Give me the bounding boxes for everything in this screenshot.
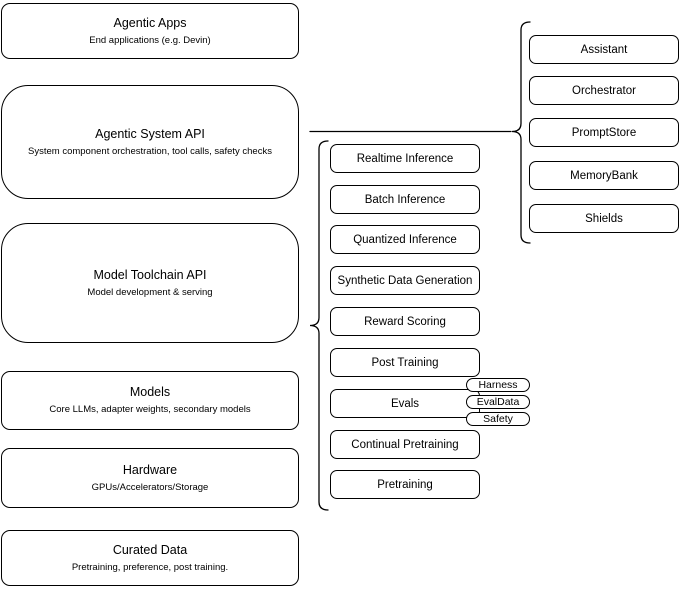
pill-safety: Safety bbox=[466, 412, 530, 426]
box-label: MemoryBank bbox=[570, 169, 638, 182]
pill-evaldata: EvalData bbox=[466, 395, 530, 409]
toolchain-services-brace bbox=[309, 140, 329, 511]
box-title: Agentic Apps bbox=[113, 15, 187, 30]
box-label: Evals bbox=[390, 397, 420, 410]
box-label: Pretraining bbox=[377, 478, 433, 491]
box-hardware: Hardware GPUs/Accelerators/Storage bbox=[1, 448, 299, 508]
box-model-toolchain-api: Model Toolchain API Model development & … bbox=[1, 223, 299, 343]
box-agentic-apps: Agentic Apps End applications (e.g. Devi… bbox=[1, 3, 299, 59]
box-label: Batch Inference bbox=[364, 193, 446, 206]
box-agentic-system-api: Agentic System API System component orch… bbox=[1, 85, 299, 199]
box-label: Synthetic Data Generation bbox=[337, 274, 473, 287]
box-curated-data: Curated Data Pretraining, preference, po… bbox=[1, 530, 299, 586]
box-reward-scoring: Reward Scoring bbox=[330, 307, 480, 336]
box-models: Models Core LLMs, adapter weights, secon… bbox=[1, 371, 299, 430]
box-subtitle: End applications (e.g. Devin) bbox=[89, 34, 211, 46]
box-post-training: Post Training bbox=[330, 348, 480, 377]
box-label: Quantized Inference bbox=[353, 233, 457, 246]
box-memorybank: MemoryBank bbox=[529, 161, 679, 190]
box-shields: Shields bbox=[529, 204, 679, 233]
box-label: PromptStore bbox=[571, 126, 637, 139]
pill-harness: Harness bbox=[466, 378, 530, 392]
box-label: Realtime Inference bbox=[356, 152, 454, 165]
box-subtitle: Core LLMs, adapter weights, secondary mo… bbox=[49, 404, 251, 415]
box-label: Orchestrator bbox=[572, 84, 636, 97]
box-title: Model Toolchain API bbox=[93, 267, 207, 282]
box-title: Hardware bbox=[122, 462, 178, 477]
box-evals: Evals bbox=[330, 389, 480, 418]
box-label: Shields bbox=[585, 212, 623, 225]
box-continual-pretraining: Continual Pretraining bbox=[330, 430, 480, 459]
box-orchestrator: Orchestrator bbox=[529, 76, 679, 105]
box-promptstore: PromptStore bbox=[529, 118, 679, 147]
box-label: Assistant bbox=[580, 43, 628, 56]
box-title: Curated Data bbox=[112, 542, 188, 557]
box-subtitle: Model development & serving bbox=[87, 286, 213, 298]
pill-label: Safety bbox=[483, 413, 513, 425]
box-label: Continual Pretraining bbox=[351, 438, 459, 451]
box-assistant: Assistant bbox=[529, 35, 679, 64]
box-realtime-inference: Realtime Inference bbox=[330, 144, 480, 173]
box-quantized-inference: Quantized Inference bbox=[330, 225, 480, 254]
box-label: Reward Scoring bbox=[364, 315, 446, 328]
box-subtitle: Pretraining, preference, post training. bbox=[71, 561, 229, 573]
box-subtitle: System component orchestration, tool cal… bbox=[28, 145, 272, 157]
box-synthetic-data-generation: Synthetic Data Generation bbox=[330, 266, 480, 295]
box-batch-inference: Batch Inference bbox=[330, 185, 480, 214]
pill-label: EvalData bbox=[476, 396, 520, 408]
pill-label: Harness bbox=[478, 379, 518, 391]
box-pretraining: Pretraining bbox=[330, 470, 480, 499]
box-label: Post Training bbox=[371, 356, 439, 369]
box-subtitle: GPUs/Accelerators/Storage bbox=[91, 481, 209, 493]
box-title: Models bbox=[129, 385, 171, 399]
system-components-brace bbox=[511, 21, 531, 244]
box-title: Agentic System API bbox=[95, 126, 205, 141]
